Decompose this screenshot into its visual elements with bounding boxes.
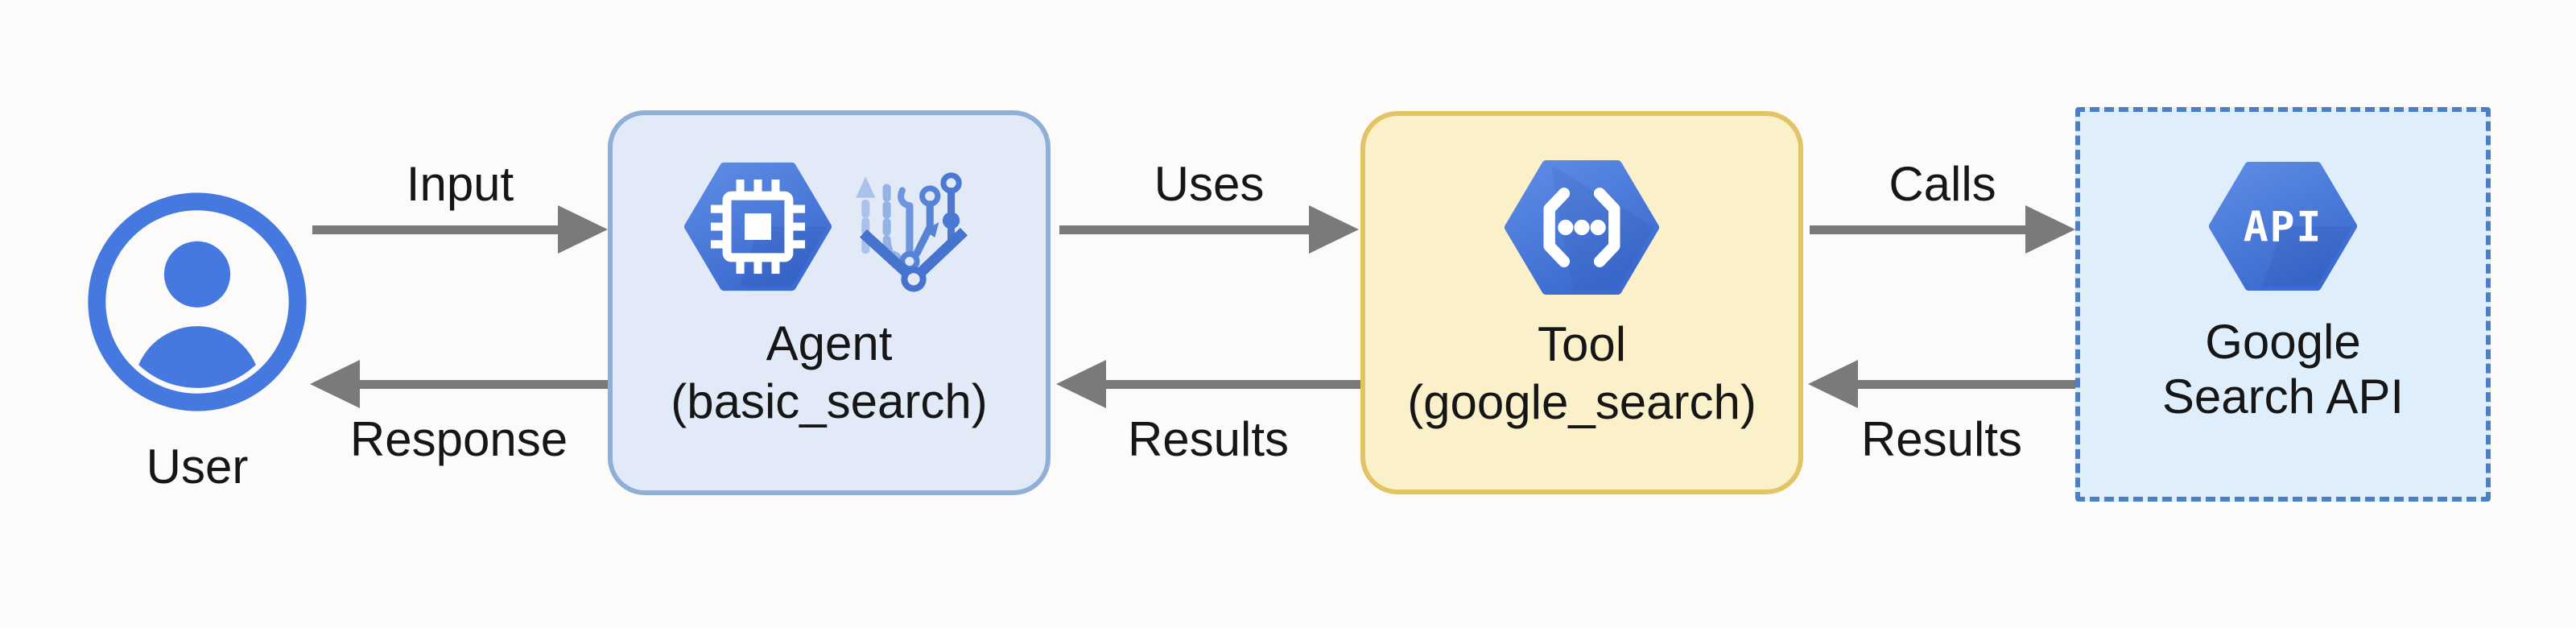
node-user: User bbox=[87, 192, 308, 493]
tool-title: Tool bbox=[1537, 317, 1627, 371]
tool-icon-row bbox=[1505, 159, 1659, 295]
user-label: User bbox=[146, 440, 249, 494]
arrow-head-left-icon bbox=[1808, 360, 1858, 408]
arrow-shaft bbox=[312, 225, 563, 234]
api-icon-row: API bbox=[2209, 161, 2357, 291]
edge-response-label: Response bbox=[349, 412, 568, 466]
api-label: Google Search API bbox=[2161, 315, 2405, 423]
arrow-shaft bbox=[355, 379, 608, 389]
arrow-head-right-icon bbox=[2025, 205, 2075, 254]
branching-paths-icon bbox=[855, 172, 968, 292]
arrow-shaft bbox=[1810, 225, 2030, 234]
node-agent-box: Agent (basic_search) bbox=[608, 110, 1051, 495]
arrow-head-left-icon bbox=[310, 360, 360, 408]
arrow-head-left-icon bbox=[1056, 360, 1106, 408]
edge-results-label: Results bbox=[1127, 412, 1290, 466]
user-avatar-icon bbox=[88, 192, 307, 411]
arrow-head-right-icon bbox=[558, 205, 608, 254]
agent-icon-row bbox=[683, 160, 975, 292]
node-tool-box: Tool (google_search) bbox=[1360, 111, 1803, 494]
chip-hexagon-icon bbox=[683, 162, 832, 291]
tool-subtitle: (google_search) bbox=[1407, 375, 1757, 429]
edge-results-label: Results bbox=[1860, 412, 2023, 466]
api-hex-label: API bbox=[2244, 203, 2323, 251]
node-api-box: API Google Search API bbox=[2075, 107, 2491, 502]
arrow-shaft bbox=[1059, 225, 1314, 234]
agent-subtitle: (basic_search) bbox=[671, 374, 988, 428]
api-hexagon-icon: API bbox=[2209, 161, 2357, 291]
arrow-shaft bbox=[1853, 379, 2075, 389]
agent-title: Agent bbox=[766, 316, 893, 370]
edge-input-label: Input bbox=[406, 157, 514, 211]
code-brackets-hexagon-icon bbox=[1505, 159, 1659, 295]
arrow-head-right-icon bbox=[1309, 205, 1359, 254]
edge-calls-label: Calls bbox=[1889, 157, 1996, 211]
edge-uses-label: Uses bbox=[1154, 157, 1265, 211]
arrow-shaft bbox=[1101, 379, 1360, 389]
